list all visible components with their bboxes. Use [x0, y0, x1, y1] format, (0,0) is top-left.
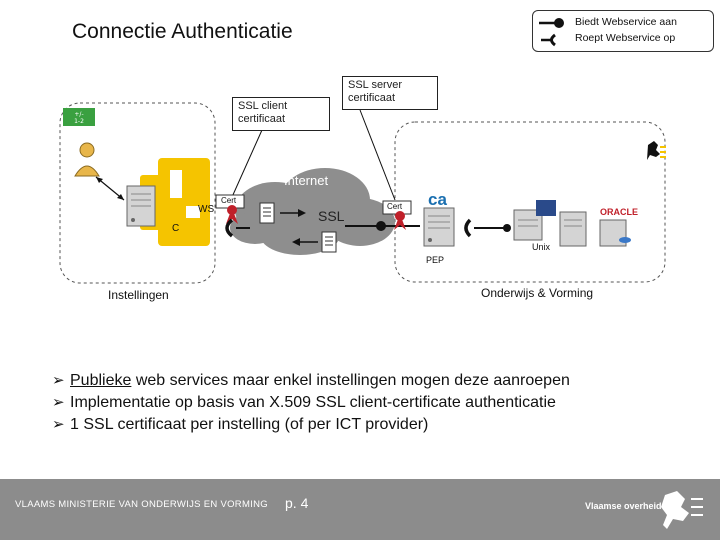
- consumer-symbol-icon: [541, 33, 556, 47]
- bullet-item: ➢ 1 SSL certificaat per instelling (of p…: [52, 414, 570, 436]
- client-cert-leader: [227, 129, 263, 207]
- pep-consumer-connector-icon: [464, 218, 472, 238]
- legend-consumer-label: Roept Webservice op: [575, 32, 676, 44]
- c-label: C: [172, 223, 180, 234]
- provider-symbol-icon: [539, 18, 564, 28]
- server-cert-leader: [359, 109, 396, 201]
- bullet-emphasis: Publieke: [70, 372, 132, 389]
- pep-server-icon: [423, 207, 455, 247]
- page-number: p. 4: [285, 495, 309, 511]
- instelling-server-icon: [126, 185, 156, 227]
- consumer-connector-icon: [225, 218, 234, 238]
- bullet-text: web services maar enkel instellingen mog…: [131, 372, 570, 389]
- arrow-bullet-icon: ➢: [52, 372, 65, 389]
- oracle-database-icon: ORACLE: [599, 207, 638, 247]
- ministry-name: VLAAMS MINISTERIE VAN ONDERWIJS EN VORMI…: [15, 499, 268, 510]
- bullet-list: ➢ Publieke web services maar enkel inste…: [52, 370, 570, 436]
- vlaamse-overheid-lion-icon: [661, 491, 703, 529]
- server-certificate-icon: [382, 200, 412, 230]
- pep-label: PEP: [426, 255, 445, 265]
- arrow-bullet-icon: ➢: [52, 416, 65, 433]
- request-document-icon: [259, 202, 275, 224]
- user-person-icon: [74, 142, 100, 177]
- response-document-icon: [321, 231, 337, 253]
- unix-server-icon: [513, 200, 556, 241]
- instellingen-label: Instellingen: [108, 288, 169, 302]
- bullet-text: Implementatie op basis van X.509 SSL cli…: [70, 394, 556, 411]
- svg-text:+/-: +/-: [74, 111, 83, 118]
- vlaamse-overheid-brand: Vlaamse overheid: [585, 501, 662, 511]
- provider-connector-icon: [376, 221, 386, 231]
- instellingen-zone: [59, 102, 216, 284]
- legend-provider-label: Biedt Webservice aan: [575, 16, 677, 28]
- backend-provider-connector-icon: [503, 224, 511, 232]
- cert-right-label: Cert: [387, 202, 403, 211]
- client-certificate-icon: [215, 194, 245, 224]
- slide-title: Connectie Authenticatie: [72, 20, 293, 43]
- footer-bar: VLAAMS MINISTERIE VAN ONDERWIJS EN VORMI…: [0, 479, 720, 540]
- architecture-diagram: +/- 1-2: [59, 102, 666, 284]
- internet-cloud: [230, 168, 395, 255]
- flemish-lion-icon: [647, 141, 666, 160]
- bullet-item: ➢ Publieke web services maar enkel inste…: [52, 370, 570, 392]
- backend-server-icon: [559, 211, 587, 247]
- svg-text:ca: ca: [428, 190, 447, 209]
- svg-text:1-2: 1-2: [74, 118, 84, 125]
- internet-label: Internet: [284, 173, 329, 188]
- onderwijs-vorming-label: Onderwijs & Vorming: [481, 286, 594, 300]
- unix-label: Unix: [532, 242, 551, 252]
- ca-logo-icon: ca: [428, 190, 447, 209]
- ssl-label: SSL: [318, 208, 345, 224]
- ws-label: WS: [198, 204, 215, 215]
- instelling-badge-icon: +/- 1-2: [63, 108, 95, 126]
- ssl-client-cert-callout: SSL client certificaat: [232, 97, 330, 131]
- svg-text:ORACLE: ORACLE: [600, 207, 638, 217]
- legend-box: Biedt Webservice aan Roept Webservice op: [532, 10, 714, 52]
- arrow-bullet-icon: ➢: [52, 394, 65, 411]
- legend-symbols: [539, 18, 564, 47]
- cert-left-label: Cert: [221, 196, 237, 205]
- bullet-item: ➢ Implementatie op basis van X.509 SSL c…: [52, 392, 570, 414]
- bullet-text: 1 SSL certificaat per instelling (of per…: [70, 416, 429, 433]
- ssl-server-cert-callout: SSL server certificaat: [342, 76, 438, 110]
